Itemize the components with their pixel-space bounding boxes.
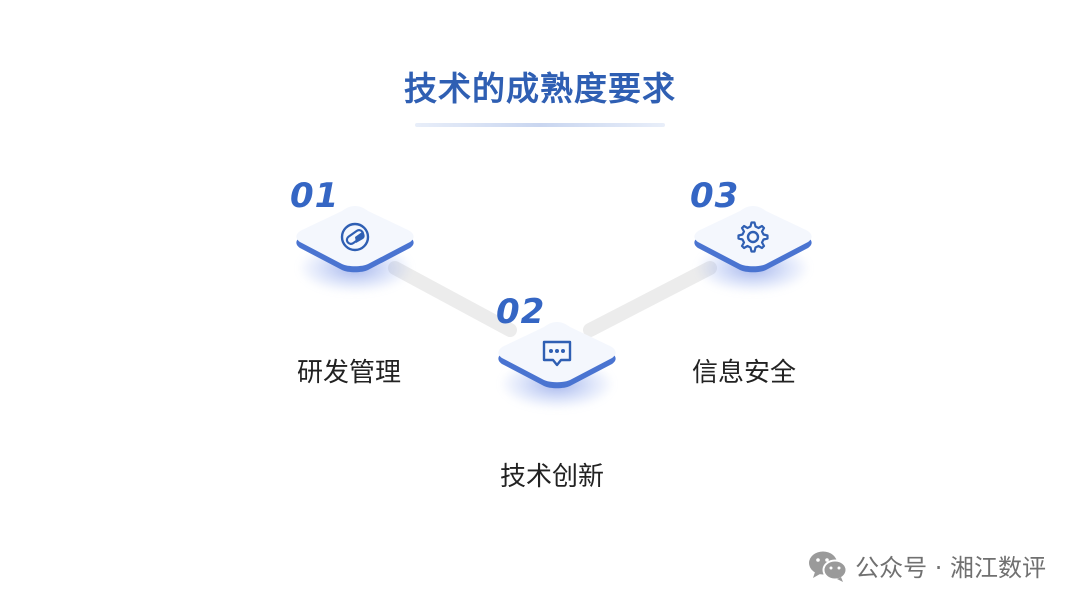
step-tile-1 xyxy=(290,196,420,326)
title-underline-decoration xyxy=(415,123,665,127)
step-number-3: 03 xyxy=(690,176,740,216)
gear-icon xyxy=(737,221,769,253)
step-tile-3 xyxy=(688,196,818,326)
step-tile-2 xyxy=(492,312,622,442)
connector-2-3 xyxy=(583,261,717,337)
connector-1-2 xyxy=(388,261,517,337)
chat-bubble-icon xyxy=(542,340,572,367)
step-label-3: 信息安全 xyxy=(692,358,797,388)
step-label-1: 研发管理 xyxy=(297,358,402,388)
step-label-2: 技术创新 xyxy=(500,462,605,492)
wechat-icon xyxy=(809,551,848,582)
pill-icon xyxy=(340,222,370,252)
watermark-text: 公众号 · 湘江数评 xyxy=(855,554,1046,582)
step-number-2: 02 xyxy=(496,292,546,332)
step-number-1: 01 xyxy=(290,176,340,216)
page-title: 技术的成熟度要求 xyxy=(404,69,676,108)
watermark: 公众号 · 湘江数评 xyxy=(807,548,1046,583)
tile-shape xyxy=(694,206,812,273)
